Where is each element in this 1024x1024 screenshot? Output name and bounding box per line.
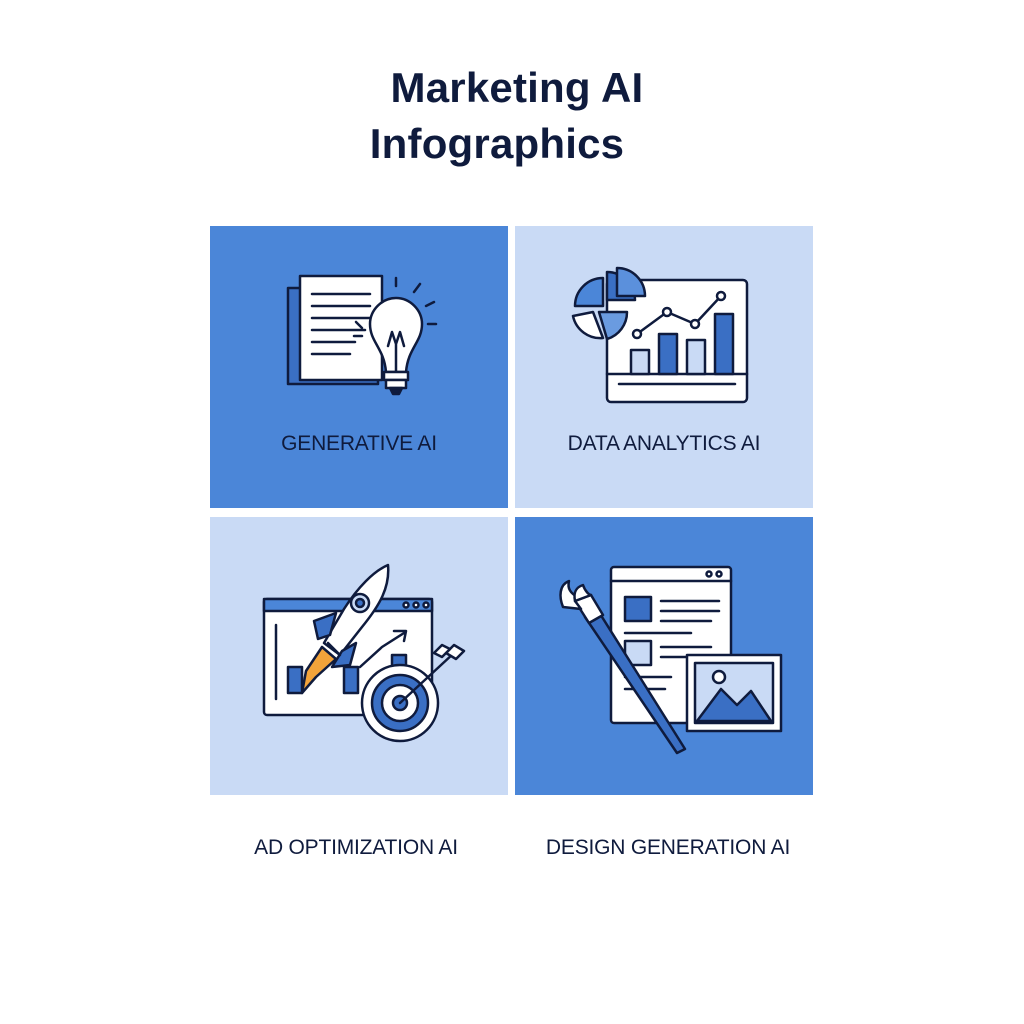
tile-label-data-analytics-ai: DATA ANALYTICS AI [567,432,761,455]
chart-dashboard-icon [571,266,749,404]
title-line-2: Infographics [369,120,625,167]
tile-label-design-generation-ai: DESIGN GENERATION AI [545,836,791,859]
tile-data-analytics-ai: DATA ANALYTICS AI [515,226,813,508]
tile-design-generation-ai [515,517,813,795]
tile-ad-optimization-ai [210,517,508,795]
document-lightbulb-icon [286,274,438,396]
brush-layout-icon [559,565,783,755]
tile-label-ad-optimization-ai: AD OPTIMIZATION AI [254,836,458,859]
page-title: Marketing AI Infographics [0,60,1024,172]
rocket-target-icon [262,563,466,743]
title-line-1: Marketing AI [390,64,644,111]
tile-label-generative-ai: GENERATIVE AI [281,432,437,455]
tile-generative-ai: GENERATIVE AI [210,226,508,508]
